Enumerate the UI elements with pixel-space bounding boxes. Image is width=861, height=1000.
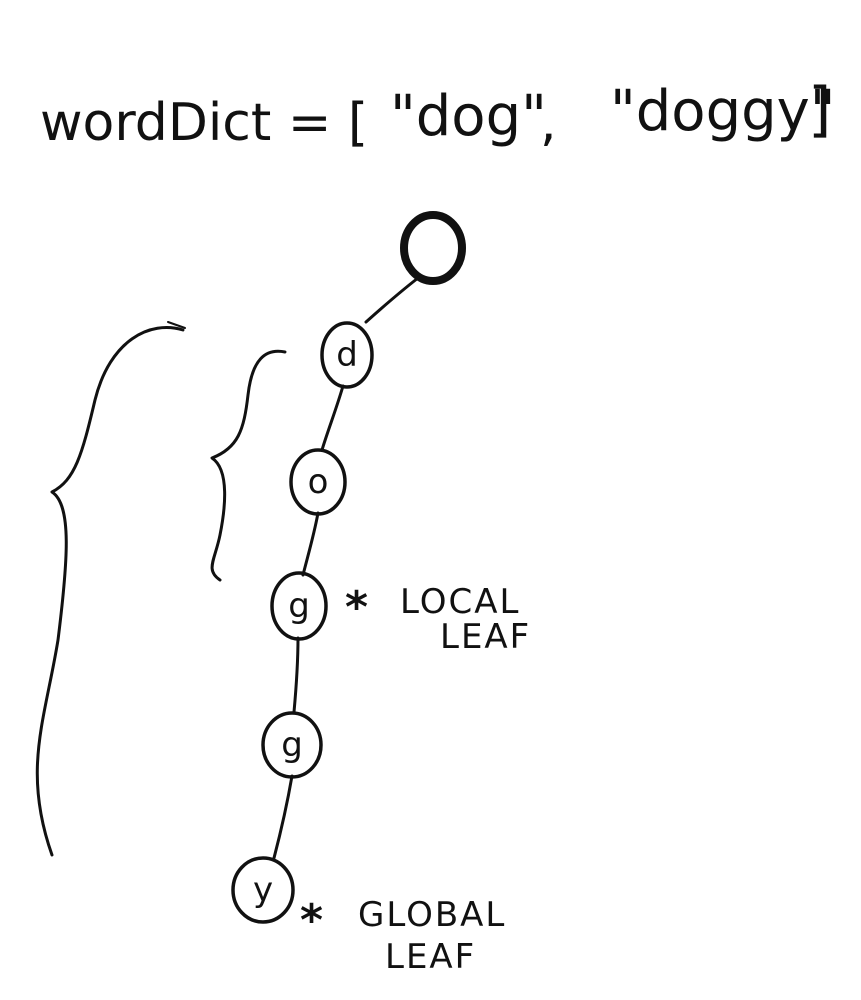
- node-label-g-2: g: [281, 725, 303, 765]
- local-leaf-star: *: [345, 582, 368, 633]
- word-dict-title: wordDict = [ "dog" , "doggy" ]: [40, 75, 836, 153]
- title-comma: ,: [540, 93, 557, 153]
- global-leaf-line2: LEAF: [385, 937, 476, 977]
- edge-g-g: [292, 636, 300, 714]
- trie-edges: [272, 276, 420, 860]
- trie-root-node: [400, 211, 466, 285]
- local-leaf-annotation: * LOCAL LEAF: [345, 582, 531, 657]
- curly-brace-global-tip: [167, 321, 186, 329]
- curly-brace-global: [35, 326, 185, 857]
- local-leaf-line2: LEAF: [440, 617, 531, 657]
- title-word-dog: "dog": [390, 84, 547, 149]
- global-leaf-star: *: [300, 895, 323, 946]
- edge-root-d: [364, 276, 420, 324]
- node-label-d: d: [336, 335, 358, 375]
- global-leaf-annotation: * GLOBAL LEAF: [300, 895, 506, 977]
- edge-g-y: [272, 774, 294, 860]
- node-label-y: y: [253, 870, 273, 910]
- title-word-doggy: "doggy": [610, 79, 836, 144]
- edge-d-o: [320, 384, 345, 452]
- node-label-o: o: [308, 462, 329, 502]
- trie-node-g-local: g: [270, 571, 328, 641]
- title-prefix: wordDict = [: [40, 93, 368, 153]
- curly-brace-local: [210, 349, 287, 582]
- edge-o-g: [301, 511, 320, 577]
- trie-node-d: d: [320, 321, 374, 389]
- trie-node-y-global: y: [231, 856, 295, 924]
- title-suffix: ]: [808, 75, 831, 145]
- global-leaf-line1: GLOBAL: [358, 895, 506, 935]
- trie-node-o: o: [289, 448, 347, 516]
- node-label-g-1: g: [288, 586, 310, 626]
- trie-node-g: g: [261, 711, 323, 779]
- local-leaf-line1: LOCAL: [400, 582, 520, 622]
